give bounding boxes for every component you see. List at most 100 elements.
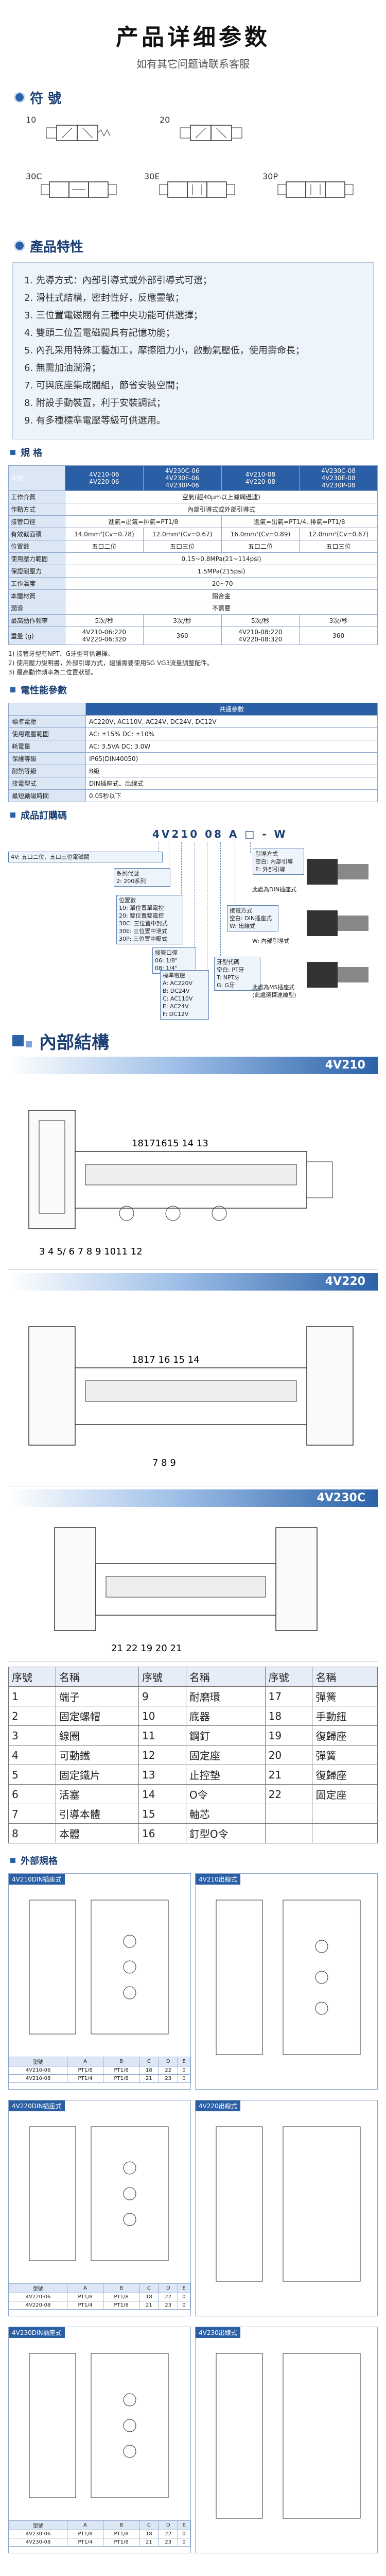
cross-section-icon: 18171615 14 13 3 4 5/ 6 7 8 9 1011 12	[28, 1110, 333, 1257]
dim-col: D	[158, 2057, 178, 2066]
title-block: 产品详细参数 如有其它问题请联系客服	[0, 0, 386, 80]
parts-header: 名稱	[55, 1667, 139, 1687]
order-voltage-box: 標準電壓 A: AC220V B: DC24V C: AC110V E: AC2…	[160, 970, 209, 1020]
dim-cell: 22	[158, 2530, 178, 2538]
spec-value: 3次/秒	[143, 614, 222, 627]
dim-cell: 18	[139, 2530, 159, 2538]
parts-cell: 復歸座	[312, 1725, 378, 1745]
dimension-drawing-icon	[29, 2353, 169, 2498]
spec-label: 位置數	[8, 540, 65, 553]
spec-value: 1.5MPa(215psi)	[65, 565, 378, 578]
coil-label: 保護等級	[8, 752, 86, 765]
spec-model: 4V210-08 4V220-08	[221, 465, 300, 491]
spec-table: 型號 4V210-06 4V220-06 4V230C-06 4V230E-06…	[8, 465, 378, 645]
dim-col: B	[103, 2520, 140, 2530]
spec-value: 4V210-08:220 4V220-08:320	[221, 626, 300, 645]
callout-top: 18171615 14 13	[132, 1138, 208, 1149]
coil-corner	[8, 703, 86, 716]
parts-cell: 固定螺帽	[55, 1706, 139, 1726]
spec-value: 0.15~0.8MPa(21~114psi)	[65, 552, 378, 565]
parts-cell: 9	[138, 1686, 186, 1706]
coil-label: 耗電量	[8, 740, 86, 753]
callout-bottom: 21 22 19 20 21	[111, 1643, 182, 1654]
order-series-box: 4V: 五口二位、五口三位電磁閥	[8, 852, 163, 862]
dim-cell: PT1/8	[67, 2293, 104, 2301]
dim-col: 型號	[8, 2283, 68, 2293]
spec-value: 鋁合金	[65, 589, 378, 602]
parts-cell: 端子	[55, 1686, 139, 1706]
parts-cell: 5	[8, 1765, 56, 1785]
spec-label: 本體材質	[8, 589, 65, 602]
feature-item: 1. 先導方式：內部引導式或外部引導式可選；	[24, 275, 212, 286]
internal-heading: 內部結構	[0, 1028, 386, 1054]
dim-cell: PT1/8	[67, 2066, 104, 2075]
dim-col: E	[177, 2283, 191, 2293]
dim-card-4v220-lead: 4V220出線式	[195, 2100, 378, 2316]
parts-cell: 本體	[55, 1823, 139, 1843]
feature-item: 9. 有多種標準電壓等級可供選用。	[24, 415, 166, 426]
drawing-4v220: 1817 16 15 14 7 8 9	[8, 1291, 378, 1486]
coil-heading: 電性能參數	[0, 682, 386, 698]
coil-value: DIN插座式、出線式	[85, 777, 378, 790]
parts-cell	[265, 1804, 313, 1824]
dim-cell: 4V220-06	[8, 2293, 68, 2301]
parts-cell: 21	[265, 1765, 313, 1785]
dim-cell: 18	[139, 2293, 159, 2301]
dim-col: A	[67, 2057, 104, 2066]
valve-symbol-icon	[159, 181, 235, 198]
feature-item: 8. 附設手動裝置，利于安裝調試；	[24, 398, 166, 409]
bullet-icon	[10, 450, 15, 455]
spec-value: 進氣=出氣=排氣=PT1/8	[65, 515, 222, 528]
feature-item: 3. 三位置電磁閥有三種中央功能可供選擇；	[24, 310, 203, 321]
order-lead-box: 接電方式 空白: DIN插座式 W: 出線式	[227, 905, 278, 931]
coil-label: 使用電壓範圍	[8, 727, 86, 740]
dim-cell: 18	[139, 2066, 159, 2075]
bullet-icon	[15, 242, 24, 250]
bullet-icon	[10, 1858, 15, 1863]
dim-col: E	[177, 2520, 191, 2530]
note-line: 2) 使用壓力說明書，外部引導方式，建議需要使用SG VG3流量調整配件。	[8, 659, 214, 667]
spec-value: 16.0mm²(Cv=0.89)	[221, 528, 300, 540]
parts-cell: 釘型O令	[185, 1823, 266, 1843]
bullet-icon	[12, 1035, 24, 1046]
spec-label: 型號	[8, 465, 65, 491]
spec-notes: 1) 接管牙型有NPT、G牙型可供選擇。 2) 使用壓力說明書，外部引導方式，建…	[8, 649, 378, 677]
model-bar-4v210: 4V210	[8, 1057, 378, 1074]
spec-value: 五口三位	[143, 540, 222, 553]
spec-value: 五口三位	[299, 540, 378, 553]
spec-label: 使用壓力範圍	[8, 552, 65, 565]
valve-photo-icon	[307, 859, 369, 988]
callout-bottom: 3 4 5/ 6 7 8 9 1011 12	[39, 1246, 143, 1257]
spec-value: 內部引導式或外部引導式	[65, 503, 378, 516]
dimension-drawing-icon	[29, 1900, 169, 2035]
dim-cell: 4V230-06	[8, 2530, 68, 2538]
valve-symbol-icon	[180, 125, 242, 141]
bullet-icon	[10, 812, 15, 818]
spec-model: 4V230C-08 4V230E-08 4V230P-08	[299, 465, 378, 491]
spec-model: 4V230C-06 4V230E-06 4V230P-06	[143, 465, 222, 491]
bullet-icon	[10, 687, 15, 692]
dim-cell: PT1/4	[67, 2538, 104, 2547]
dim-card-4v230-lead: 4V230出線式	[195, 2327, 378, 2553]
dimension-drawing-icon	[216, 2126, 361, 2282]
feature-item: 4. 雙頭二位置電磁閥具有記憶功能；	[24, 328, 175, 338]
spec-label: 接管口徑	[8, 515, 65, 528]
parts-cell: 1	[8, 1686, 56, 1706]
cross-section-icon: 1817 16 15 14 7 8 9	[28, 1326, 354, 1468]
symbol-10: 10	[26, 115, 124, 151]
dim-card-tag: 4V210出線式	[196, 1874, 240, 1885]
coil-value: AC: 3.5VA DC: 3.0W	[85, 740, 378, 753]
callout-top: 1817 16 15 14	[132, 1354, 200, 1365]
parts-cell: 19	[265, 1725, 313, 1745]
dim-card-tag: 4V210DIN插座式	[9, 1874, 65, 1885]
spec-heading: 規 格	[0, 445, 386, 460]
symbol-30c: 30C	[26, 172, 124, 208]
dim-col: B	[103, 2283, 140, 2293]
note-line: 3) 最高動作頻率為二位置狀態。	[8, 669, 97, 676]
parts-cell	[265, 1823, 313, 1843]
order-heading: 成品訂購碼	[0, 807, 386, 823]
connector	[181, 842, 182, 899]
